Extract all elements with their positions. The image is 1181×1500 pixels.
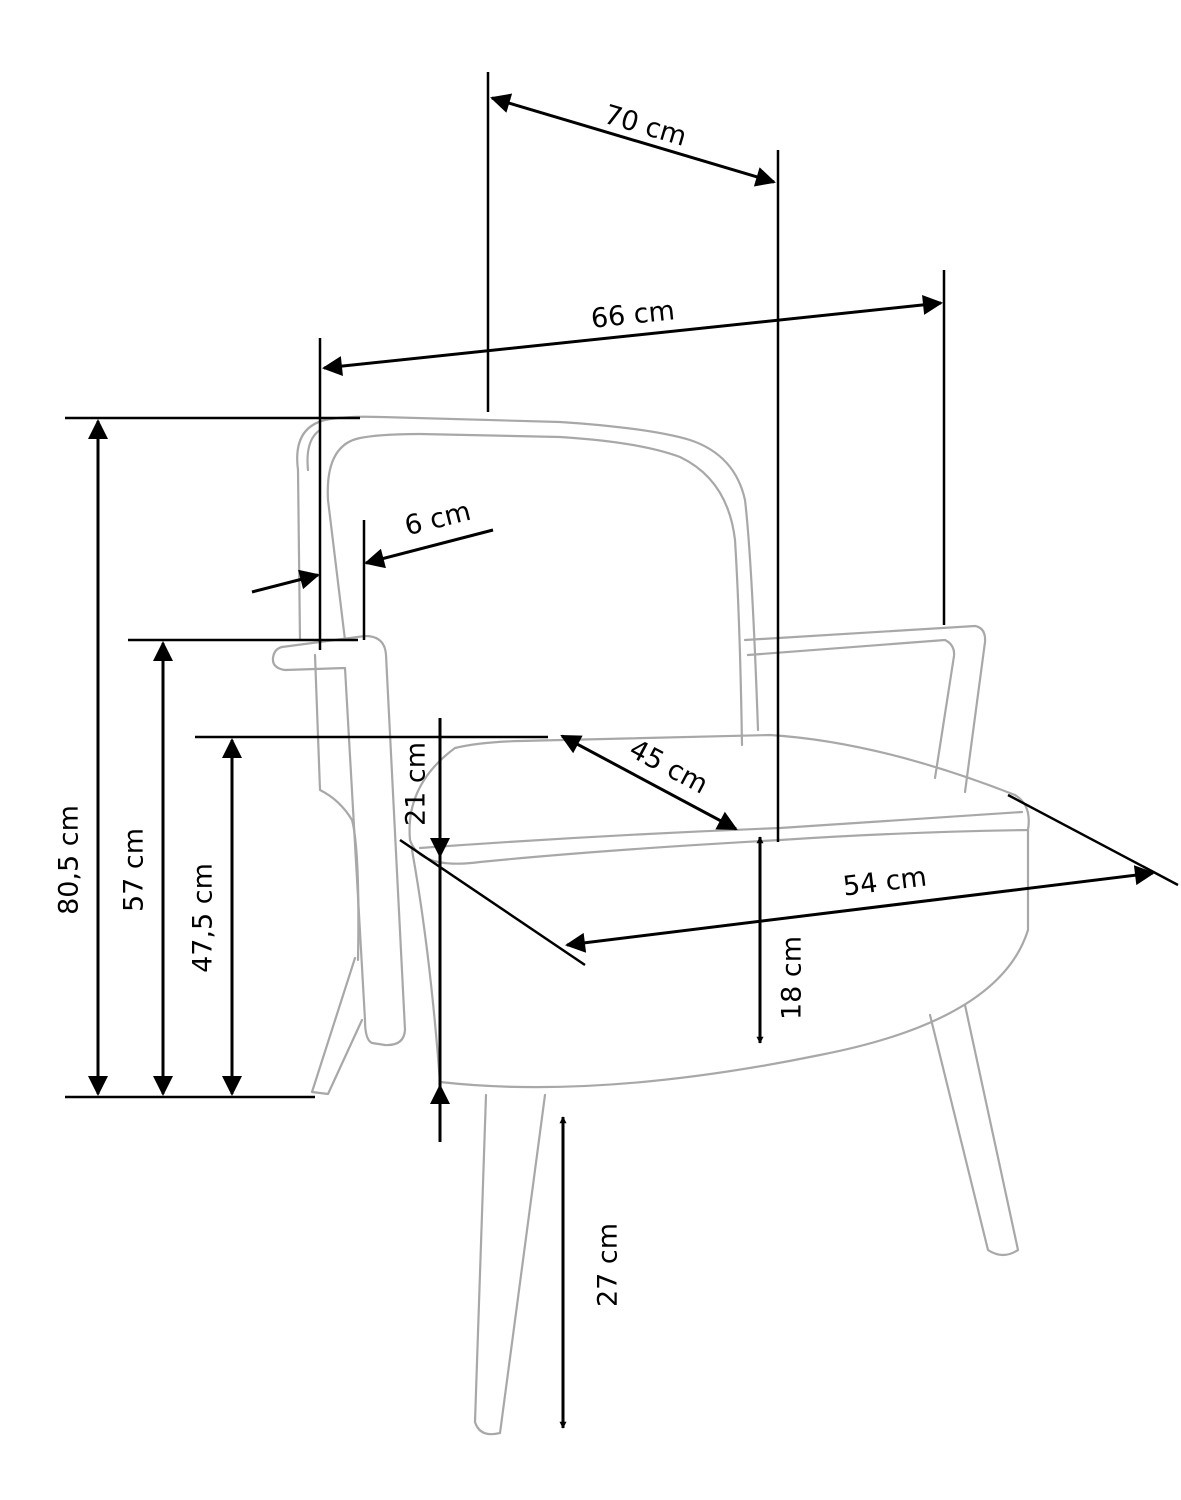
seat-front <box>410 828 1030 1089</box>
label-seat-height: 47,5 cm <box>188 863 219 973</box>
label-armrest-height: 57 cm <box>119 828 150 912</box>
extension-lines <box>65 72 1179 1099</box>
back-left-leg <box>310 956 364 1096</box>
label-leg-height: 27 cm <box>593 1223 624 1307</box>
backrest-inner <box>326 432 744 747</box>
front-left-leg <box>473 1093 547 1436</box>
backrest-outer <box>296 415 760 732</box>
label-seat-depth: 45 cm <box>624 734 713 801</box>
label-total-height: 80,5 cm <box>54 805 85 915</box>
dim-line-seat-depth <box>560 734 738 831</box>
backrest-side <box>296 428 360 962</box>
dim-line-overall-depth <box>490 93 776 187</box>
right-armrest <box>743 624 987 794</box>
label-seat-width: 54 cm <box>841 861 928 902</box>
dim-line-overall-width <box>322 294 943 377</box>
label-seat-cushion-height: 18 cm <box>777 936 808 1020</box>
dim-line-armrest-width-2 <box>364 528 494 569</box>
seat-cushion-top <box>408 733 1030 865</box>
chair-outline <box>271 415 1030 1436</box>
dim-line-armrest-width <box>251 569 320 594</box>
front-right-leg <box>928 1003 1020 1257</box>
label-overall-width: 66 cm <box>589 295 676 335</box>
seat-cushion-piping <box>418 810 1024 850</box>
label-backrest-above-seat: 21 cm <box>401 742 432 826</box>
label-armrest-width: 6 cm <box>402 496 474 542</box>
dim-line-seat-width <box>565 865 1155 953</box>
left-armrest <box>271 634 407 1047</box>
